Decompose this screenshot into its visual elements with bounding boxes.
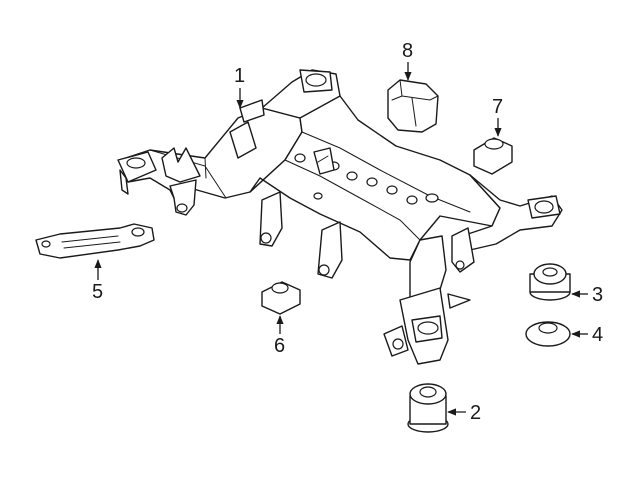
callout-3: 3 <box>592 284 603 306</box>
callout-4: 4 <box>592 324 603 346</box>
subframe-crossmember <box>117 69 563 365</box>
callout-2: 2 <box>470 402 481 424</box>
callout-1: 1 <box>234 65 245 87</box>
mount-washer-4 <box>525 321 571 347</box>
bushing-6 <box>261 281 301 315</box>
callout-5: 5 <box>92 281 103 303</box>
callout-leaders <box>94 62 588 416</box>
bushing-7 <box>473 137 513 175</box>
callout-7: 7 <box>492 96 503 118</box>
mount-cushion-2 <box>407 383 449 433</box>
callout-6: 6 <box>274 335 285 357</box>
stay-brace <box>35 223 155 259</box>
callout-8: 8 <box>402 40 413 62</box>
mount-cushion-3 <box>529 263 571 301</box>
upper-mount-bracket <box>387 79 439 133</box>
